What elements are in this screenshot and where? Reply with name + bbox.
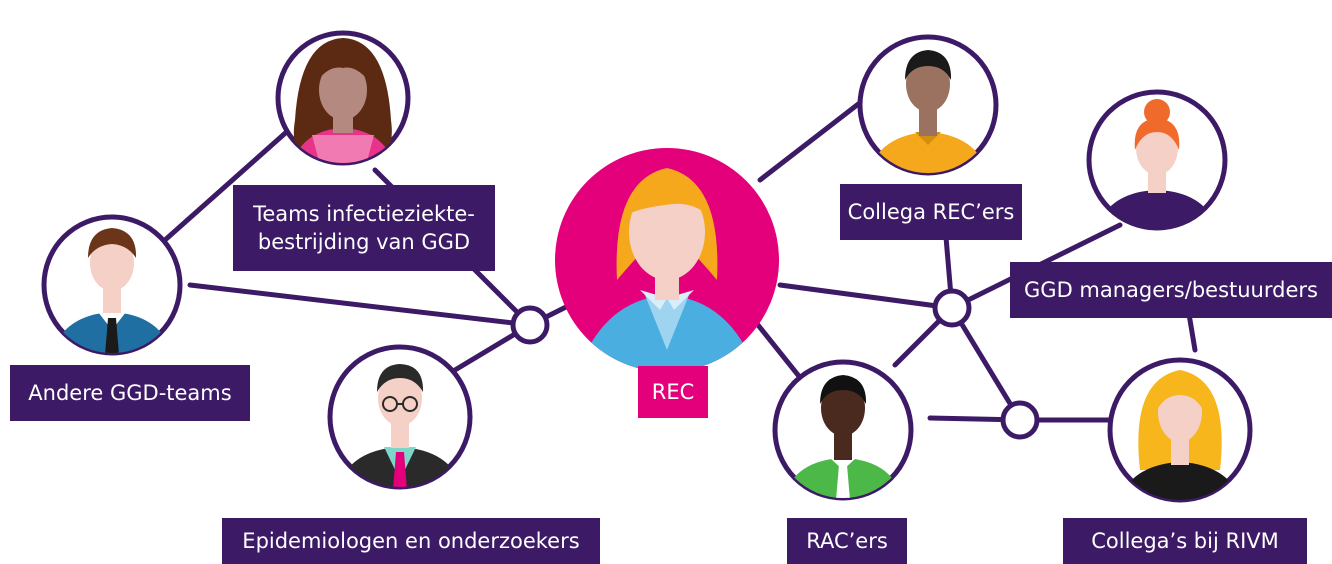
hub-nodes [510, 288, 1040, 440]
woman-bun-purple-top-icon [1086, 89, 1228, 231]
line-rec-to-hub-right [777, 282, 955, 311]
label-teams-infectieziektebestrijding: Teams infectieziekte- bestrijding van GG… [233, 185, 495, 271]
label-racers: RAC’ers [787, 518, 907, 564]
man-shirt-tie-icon [41, 214, 183, 356]
hub-node-left [510, 305, 550, 345]
line-rec-to-collega [757, 92, 873, 183]
woman-blonde-blue-shirt-icon [555, 148, 779, 372]
label-collega-recers: Collega REC’ers [840, 184, 1022, 240]
hub-node-right [932, 288, 972, 328]
line-andere-to-hub [187, 282, 533, 328]
man-glasses-suit-icon [327, 344, 473, 490]
hub-node-low [1000, 400, 1040, 440]
woman-long-yellow-hair-icon [1107, 357, 1253, 503]
line-hub-right-to-hub-low [949, 305, 1023, 423]
label-andere-ggd-teams: Andere GGD-teams [10, 365, 250, 421]
man-green-shirt-tie-icon [772, 359, 914, 501]
man-yellow-shirt-icon [857, 34, 999, 176]
label-collegas-rivm: Collega’s bij RIVM [1063, 518, 1307, 564]
woman-curly-hair-pink-top-icon [275, 30, 411, 166]
label-ggd-managers: GGD managers/bestuurders [1010, 262, 1332, 318]
label-rec: REC [638, 366, 708, 418]
label-epidemiologen: Epidemiologen en onderzoekers [222, 518, 600, 564]
